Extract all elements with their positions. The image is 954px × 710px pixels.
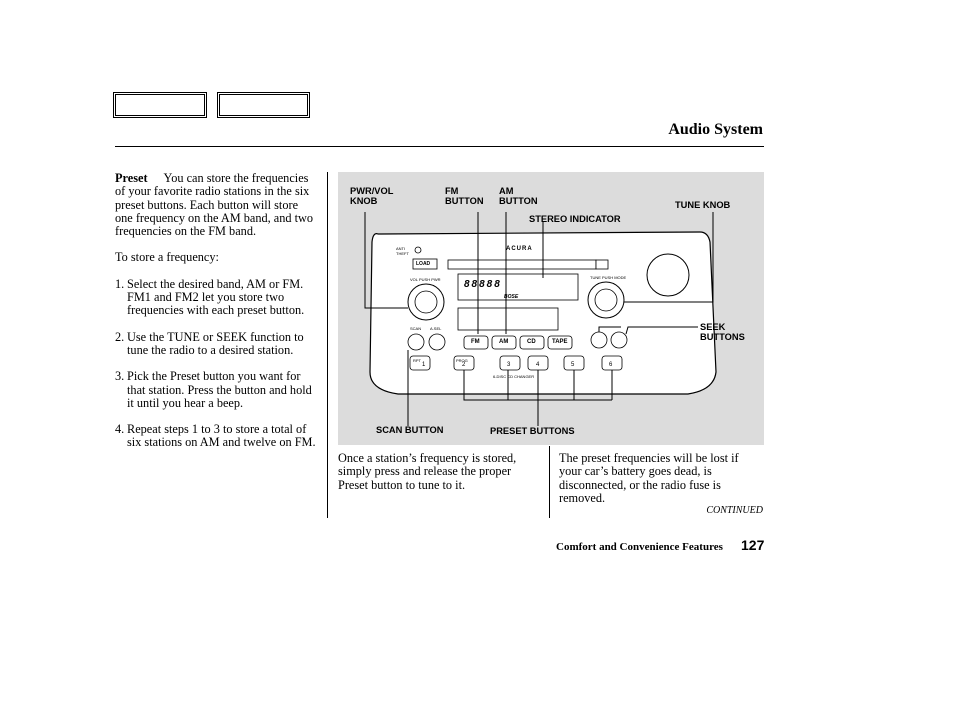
header-tab-right — [217, 92, 310, 118]
label-seek-buttons: SEEK BUTTONS — [700, 322, 745, 342]
radio-rpt: RPT — [413, 358, 421, 363]
page-title: Audio System — [668, 121, 763, 138]
list-item: 2.Use the TUNE or SEEK function to tune … — [115, 329, 304, 357]
label-pwr-vol-knob: PWR/VOL KNOB — [350, 186, 394, 206]
list-item: 3.Pick the Preset button you want for th… — [115, 369, 312, 410]
preset-intro-text: You can store the frequencies of your fa… — [115, 171, 314, 239]
label-scan-button: SCAN BUTTON — [376, 425, 444, 435]
radio-fm: FM — [471, 339, 480, 345]
radio-display-digits: 88888 — [464, 279, 502, 290]
label-am-button: AM BUTTON — [499, 186, 538, 206]
to-store-text: To store a frequency: — [115, 250, 219, 265]
right-paragraph: The preset frequencies will be lost if y… — [559, 451, 739, 505]
continued-label: CONTINUED — [706, 505, 763, 516]
radio-preset-2: 2 — [462, 362, 466, 368]
footer-section-title: Comfort and Convenience Features — [556, 541, 723, 553]
column-rule-left — [327, 172, 328, 518]
radio-tune-mode: TUNE PUSH MODE — [590, 275, 627, 280]
radio-load: LOAD — [416, 261, 431, 267]
page-number: 127 — [741, 537, 765, 553]
radio-preset-4: 4 — [536, 362, 540, 368]
label-fm-button: FM BUTTON — [445, 186, 484, 206]
label-stereo-indicator: STEREO INDICATOR — [529, 214, 621, 224]
radio-bose: BOSE — [504, 294, 519, 300]
radio-scan: SCAN — [410, 326, 422, 331]
radio-preset-3: 3 — [507, 362, 511, 368]
radio-cd: CD — [527, 339, 536, 345]
label-tune-knob: TUNE KNOB — [675, 200, 731, 210]
radio-prog: PROG — [456, 358, 468, 363]
radio-am: AM — [499, 339, 509, 345]
header-tab-left — [113, 92, 207, 118]
radio-preset-6: 6 — [609, 362, 613, 368]
radio-asel: A.SEL — [430, 326, 442, 331]
radio-vol-pwr: VOL PUSH PWR — [410, 277, 441, 282]
radio-preset-5: 5 — [571, 362, 575, 368]
radio-cd-changer: 6-DISC CD CHANGER — [493, 374, 535, 379]
list-item: 1.Select the desired band, AM or FM. FM1… — [115, 276, 305, 318]
label-preset-buttons: PRESET BUTTONS — [490, 426, 575, 436]
audio-system-figure: ACURA LOAD ANTI THEFT VOL PUSH PWR TUNE … — [338, 172, 764, 445]
mid-paragraph: Once a station’s frequency is stored, si… — [338, 451, 517, 492]
steps-list: 1.Select the desired band, AM or FM. FM1… — [115, 276, 317, 450]
radio-tape: TAPE — [552, 339, 568, 345]
radio-preset-1: 1 — [422, 362, 426, 368]
list-item: 4.Repeat steps 1 to 3 to store a total o… — [115, 422, 316, 450]
radio-illustration — [364, 212, 717, 426]
column-rule-right — [549, 446, 550, 518]
preset-heading: Preset — [115, 171, 148, 185]
radio-brand: ACURA — [506, 246, 533, 252]
radio-anti-theft: ANTI THEFT — [396, 246, 409, 256]
header-rule — [115, 146, 764, 147]
